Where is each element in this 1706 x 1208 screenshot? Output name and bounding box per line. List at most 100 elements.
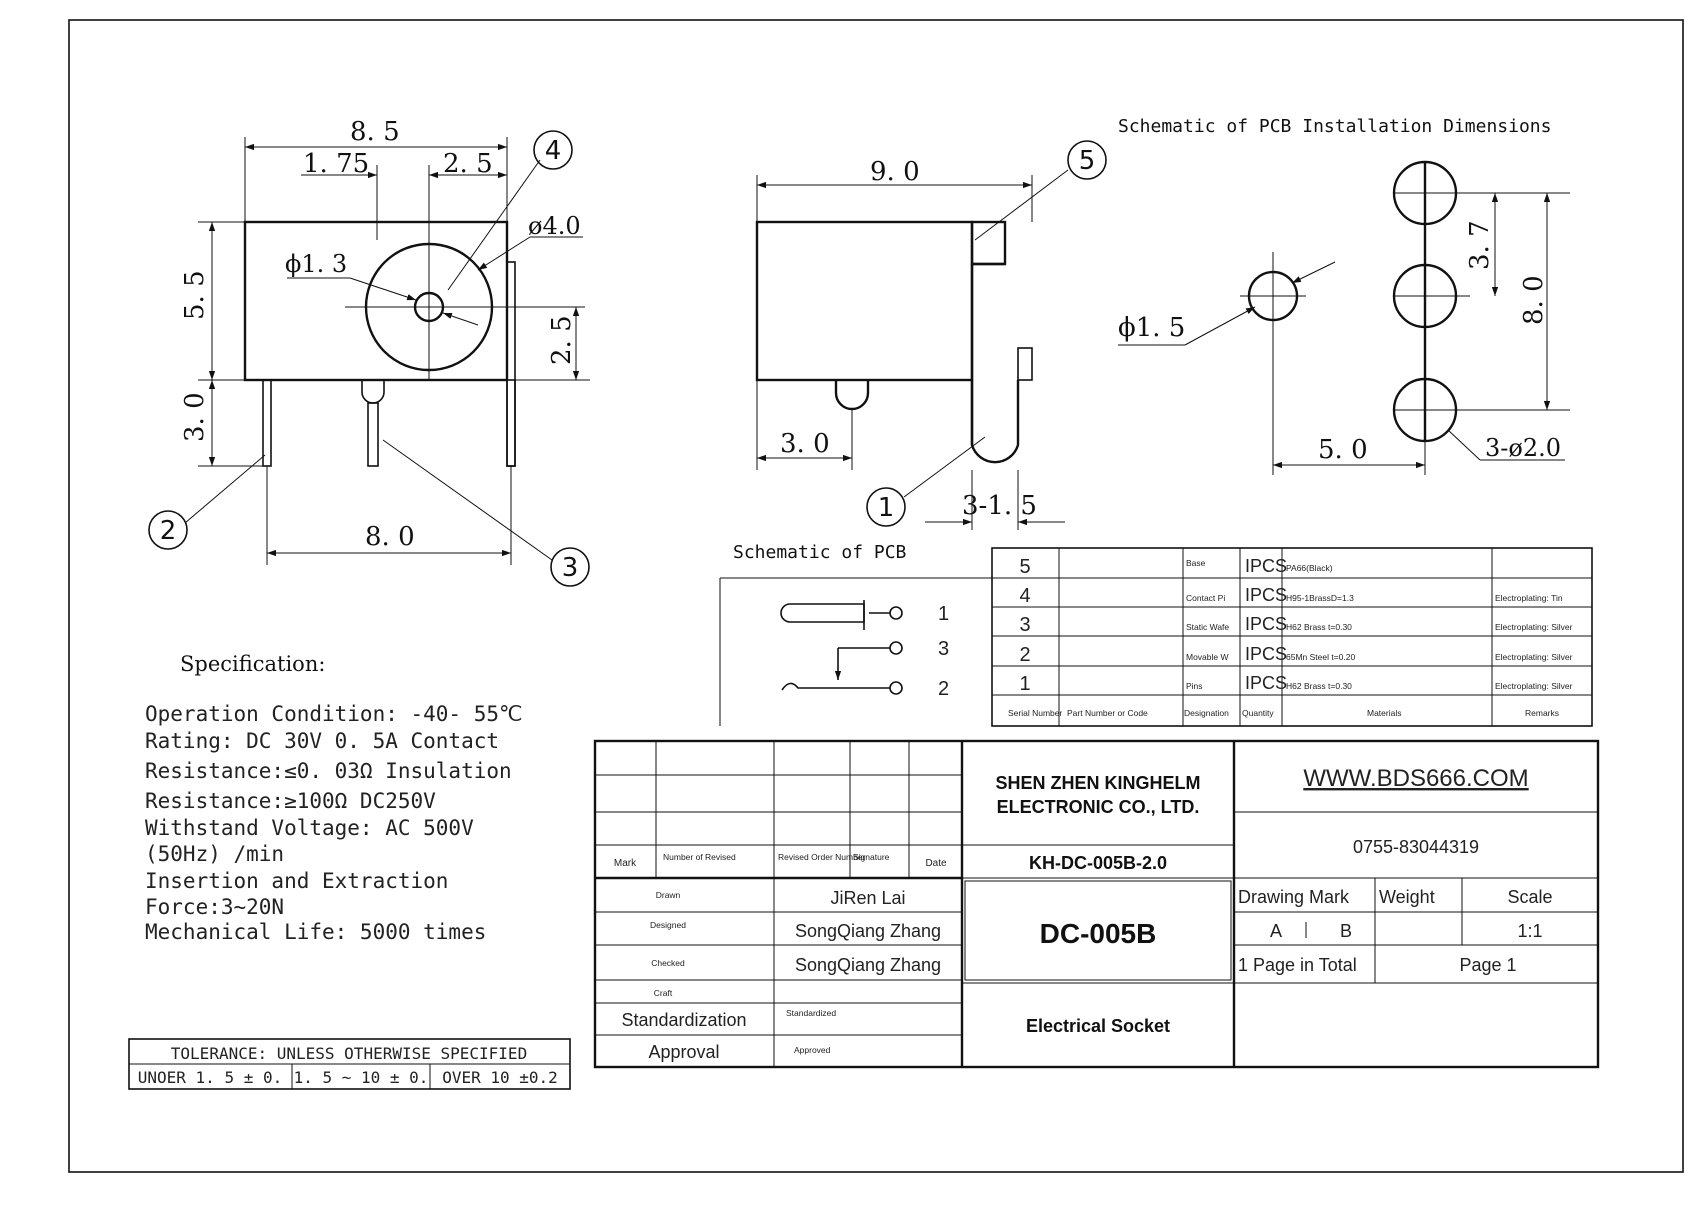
spec-line: Insertion and Extraction (145, 869, 448, 893)
tolerance-cell: OVER 10 ±0.2 (442, 1068, 558, 1087)
approved-label: Approved (794, 1045, 831, 1055)
rev-header-date: Date (925, 858, 947, 869)
bom-remarks: Electroplating: Tin (1495, 593, 1563, 603)
bom-quantity: IPCS (1245, 614, 1287, 634)
spec-line: Operation Condition: -40- 55℃ (145, 702, 523, 726)
pcb-installation: Schematic of PCB Installation Dimensions… (1118, 116, 1570, 475)
callout-1: 1 (878, 493, 895, 523)
dim-height: 5. 5 (180, 270, 210, 320)
designed-by: SongQiang Zhang (795, 921, 941, 941)
bom-header-designation: Designation (1184, 708, 1229, 718)
bom-material: H62 Brass t=0.30 (1286, 681, 1352, 691)
dim-overall-width: 8. 5 (350, 117, 400, 147)
pin-left (262, 379, 272, 467)
bom-header-materials: Materials (1367, 708, 1401, 718)
dim-pin-length: 3. 0 (180, 392, 210, 442)
bom-remarks: Electroplating: Silver (1495, 681, 1573, 691)
standardization-label: Standardization (621, 1010, 746, 1030)
title-block: Mark Number of Revised Revised Order Num… (593, 739, 1600, 1069)
drawing-mark-label: Drawing Mark (1238, 887, 1350, 907)
bom-designation: Static Wafe (1186, 622, 1229, 632)
bom-material: H95-1BrassD=1.3 (1286, 593, 1354, 603)
bom-quantity: IPCS (1245, 673, 1287, 693)
dim-pin-spacing: 8. 0 (365, 522, 415, 552)
rev-header-number: Number of Revised (663, 852, 736, 862)
pages-total: 1 Page in Total (1238, 955, 1357, 975)
bom-header-remarks: Remarks (1525, 708, 1559, 718)
standardized-label: Standardized (786, 1008, 836, 1018)
bom-material: PA66(Black) (1286, 563, 1333, 573)
bom-designation: Contact Pi (1186, 593, 1225, 603)
scale-value: 1:1 (1517, 921, 1542, 941)
bom-header-part: Part Number or Code (1067, 708, 1148, 718)
bom-material: 65Mn Steel t=0.20 (1286, 652, 1356, 662)
page-number: Page 1 (1459, 955, 1516, 975)
drawing-number: KH-DC-005B-2.0 (1029, 853, 1167, 873)
callout-3: 3 (562, 553, 579, 583)
drawing-mark-b: B (1340, 921, 1352, 941)
scale-label: Scale (1507, 887, 1552, 907)
part-name: DC-005B (1040, 918, 1157, 949)
callout-4: 4 (545, 136, 562, 166)
dim-offset: 5. 0 (1318, 435, 1368, 465)
approval-label: Approval (648, 1042, 719, 1062)
bom-no: 4 (1019, 585, 1030, 607)
dim-hole-dia: ϕ1. 5 (1118, 313, 1185, 343)
bom-no: 5 (1019, 556, 1030, 578)
spec-line: Resistance:≤0. 03Ω Insulation (145, 759, 512, 783)
callout-2: 2 (160, 516, 177, 546)
bom-quantity: IPCS (1245, 644, 1287, 664)
front-view: 8. 5 1. 75 2. 5 5. 5 3. 0 8. 0 2. 5 ø4.0… (148, 117, 590, 587)
bom-table: 5 Base IPCS PA66(Black) 4 Contact Pi IPC… (991, 547, 1593, 727)
spec-line: Resistance:≥100Ω DC250V (145, 789, 436, 813)
pin-right (506, 379, 516, 467)
dim-side-pin-length: 3. 0 (780, 429, 830, 459)
bom-remarks: Electroplating: Silver (1495, 652, 1573, 662)
spec-line: Rating: DC 30V 0. 5A Contact (145, 729, 499, 753)
bom-designation: Movable W (1186, 652, 1229, 662)
bom-no: 2 (1019, 644, 1030, 666)
bom-designation: Base (1186, 558, 1206, 568)
dim-center-height: 2. 5 (547, 315, 577, 365)
drawn-label: Drawn (656, 890, 681, 900)
website-link[interactable]: WWW.BDS666.COM (1303, 765, 1528, 792)
dim-outer-dia: ø4.0 (528, 212, 581, 240)
company-name-line1: SHEN ZHEN KINGHELM (995, 773, 1200, 793)
tolerance-cell: UNOER 1. 5 ± 0. (138, 1068, 283, 1087)
bom-no: 3 (1019, 614, 1030, 636)
spec-line: Mechanical Life: 5000 times (145, 920, 486, 944)
dim-right-offset: 2. 5 (443, 149, 493, 179)
checked-by: SongQiang Zhang (795, 955, 941, 975)
pin-center-tip (361, 380, 385, 404)
side-flange (970, 220, 1007, 266)
checked-label: Checked (651, 958, 685, 968)
bom-header-quantity: Quantity (1242, 708, 1274, 718)
dim-pitch: 3. 7 (1465, 220, 1495, 270)
callout-5: 5 (1079, 146, 1096, 176)
rev-header-order: Revised Order Number (778, 852, 866, 862)
rev-header-mark: Mark (614, 858, 637, 869)
dim-side-pin-width: 3-1. 5 (962, 491, 1037, 521)
drawn-by: JiRen Lai (830, 888, 905, 908)
rev-header-signature: Signature (853, 852, 890, 862)
tolerance-title: TOLERANCE: UNLESS OTHERWISE SPECIFIED (171, 1044, 527, 1063)
drawing-mark-a: A (1270, 921, 1282, 941)
specification: Specification: Operation Condition: -40-… (145, 652, 523, 944)
pcb-schematic: Schematic of PCB 1 3 2 (719, 542, 992, 726)
spec-line: Force:3~20N (145, 895, 284, 919)
pcb-install-title: Schematic of PCB Installation Dimensions (1118, 116, 1551, 137)
schematic-pin-2: 2 (938, 678, 949, 700)
dim-span: 8. 0 (1519, 275, 1549, 325)
pin-center (367, 402, 379, 467)
part-description: Electrical Socket (1026, 1016, 1170, 1036)
dim-left-offset: 1. 75 (303, 149, 369, 179)
weight-label: Weight (1379, 887, 1435, 907)
spec-line: Withstand Voltage: AC 500V (145, 816, 474, 840)
drawing-frame (68, 19, 1684, 1173)
tolerance-cell: 1. 5 ~ 10 ± 0. (294, 1068, 429, 1087)
craft-label: Craft (654, 988, 673, 998)
bom-remarks: Electroplating: Silver (1495, 622, 1573, 632)
side-bottom-pin (834, 380, 870, 411)
schematic-pin-1: 1 (938, 603, 949, 625)
